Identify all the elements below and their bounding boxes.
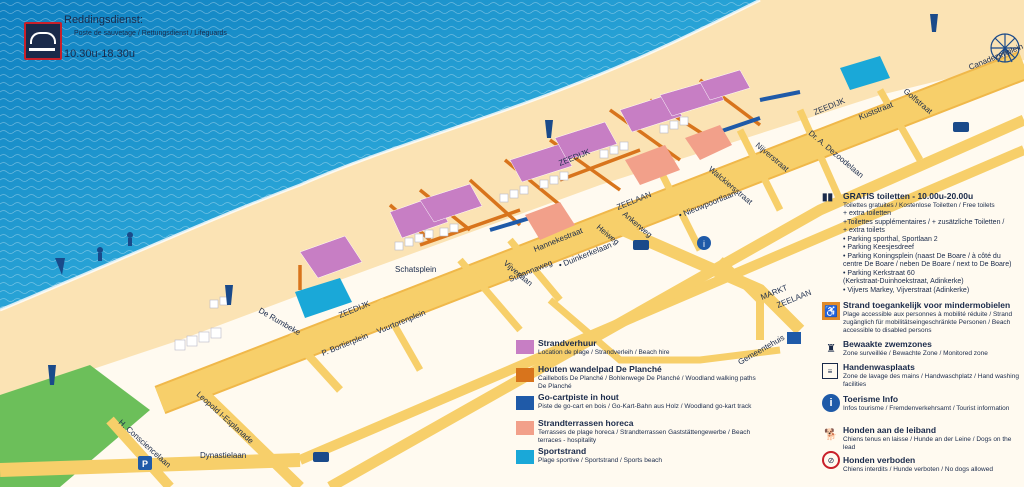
cross-road-2: [736, 128, 784, 212]
legend-wooden-path: Houten wandelpad De Planché Caillebotis …: [538, 364, 758, 391]
legend-tourism-title: Toerisme Info: [843, 394, 899, 404]
toilet-line: • Parking Kerkstraat 60: [843, 269, 915, 277]
toilet-line: • Vijvers Markey, Vijverstraat (Adinkerk…: [843, 286, 970, 294]
lifeguard-hours: 10.30u-18.30u: [64, 48, 135, 60]
swatch-wooden-path: [516, 368, 534, 382]
conciencelaan-road: [106, 416, 174, 487]
legend-dogs-leash: Honden aan de leiband Chiens tenus en la…: [843, 425, 1023, 452]
sea-waves: [0, 0, 760, 310]
legend-wooden-path-title: Houten wandelpad De Planché: [538, 364, 662, 374]
swatch-beach-hire: [516, 340, 534, 354]
legend-gokart: Go-cartpiste in hout Piste de go-cart en…: [538, 392, 788, 411]
swatch-gokart: [516, 396, 534, 410]
cross-road-7: [287, 332, 343, 393]
lifeguard-title: Reddingsdienst:: [64, 14, 143, 26]
dog-leash-icon: 🐕: [824, 428, 838, 441]
swatch-terraces: [516, 421, 534, 435]
legend-sports-beach-desc: Plage sportive / Sportstrand / Sports be…: [538, 456, 662, 464]
toilet-icon: ▮▮: [822, 192, 834, 203]
cross-road-8: [876, 88, 924, 162]
zeedijk-road: [155, 52, 1024, 413]
toilet-line: (Kerkstraat-Duinhoekstraat, Adinkerke): [843, 278, 964, 286]
legend-toilets: GRATIS toiletten - 10.00u-20.00u Toilett…: [843, 191, 1023, 295]
handwash-icon: ≡: [822, 363, 838, 379]
legend-gokart-desc: Piste de go-cart en bois / Go-Kart-Bahn …: [538, 402, 752, 410]
watersports-figures: [55, 232, 133, 275]
cross-road-4: [507, 237, 563, 303]
dune-green: [0, 365, 150, 487]
legend-no-dogs: Honden verboden Chiens interdits / Hunde…: [843, 455, 1023, 474]
legend-terraces-title: Strandterrassen horeca: [538, 418, 634, 428]
cross-road-1: [796, 108, 844, 202]
lifeguard-icon: ♜: [826, 342, 836, 355]
toilet-line: • Parking Koningsplein (naast De Boare /…: [843, 252, 1001, 260]
legend-toilets-title: GRATIS toiletten - 10.00u-20.00u: [843, 191, 974, 201]
map-info-icon: i: [697, 236, 711, 250]
townhall-icon: [787, 332, 801, 344]
zeelaan-road: [597, 214, 805, 335]
cross-road-3: [656, 168, 704, 252]
shoreline: [0, 0, 761, 312]
legend-sports-beach-title: Sportstrand: [538, 446, 587, 456]
beach-terraces: [525, 125, 732, 240]
legend-tourism-desc: Infos tourisme / Fremdenverkehrsamt / To…: [843, 404, 1010, 412]
info-icon: i: [822, 394, 840, 412]
sports-beaches: [295, 56, 890, 318]
lifeguard-subtitle: Poste de sauvetage / Rettungsdienst / Li…: [74, 30, 227, 37]
bus-icons: [313, 122, 969, 462]
legend-no-dogs-title: Honden verboden: [843, 455, 916, 465]
label-dynastielaan: Dynastielaan: [200, 451, 246, 460]
beach-hire-zones: [299, 69, 751, 279]
lifeguard-logo: [24, 22, 62, 60]
markt-road: [717, 257, 764, 340]
legend-beach-hire: Strandverhuur Location de plage / Strand…: [538, 338, 738, 357]
cross-road-9: [547, 297, 781, 364]
toilet-line: + extra toilets: [843, 227, 885, 235]
swatch-sports-beach: [516, 450, 534, 464]
lifeguard-towers: [48, 14, 938, 385]
toilet-line: • Parking Keesjesdreef: [843, 244, 914, 252]
legend-no-dogs-desc: Chiens interdits / Hunde verboten / No d…: [843, 465, 993, 473]
legend-beach-hire-desc: Location de plage / Strandverleih / Beac…: [538, 348, 670, 356]
wheelchair-icon: ♿: [822, 302, 840, 320]
no-dogs-icon: ⊘: [822, 451, 840, 469]
legend-handwash-desc: Zone de lavage des mains / Handwaschplat…: [843, 372, 1019, 388]
legend-monitored: Bewaakte zwemzones Zone surveillée / Bew…: [843, 339, 1023, 358]
ferris-wheel-icon: [990, 33, 1020, 63]
legend-handwash: Handenwasplaats Zone de lavage des mains…: [843, 362, 1023, 389]
label-schatsplein: Schatsplein: [395, 265, 436, 274]
legend-terraces-desc: Terrasses de plage horeca / Strandterras…: [538, 428, 751, 444]
legend-tourism: Toerisme Info Infos tourisme / Fremdenve…: [843, 394, 1023, 413]
toilet-line: centre De Boare / neben De Boare / next …: [843, 261, 1012, 269]
cross-road-5: [457, 257, 523, 333]
parking-icon: [138, 456, 152, 470]
legend-wooden-path-desc: Caillebotis De Planché / Bohlenwege De P…: [538, 374, 756, 390]
toilet-line: • Parking sporthal, Sportlaan 2: [843, 235, 938, 243]
legend-dogs-leash-desc: Chiens tenus en laisse / Hunde an der Le…: [843, 435, 1012, 451]
legend-toilets-extra: + extra toiletten: [843, 209, 892, 217]
svg-text:i: i: [703, 239, 705, 249]
legend-handwash-title: Handenwasplaats: [843, 362, 915, 372]
toilet-line: +Toilettes supplémentaires / + zusätzlic…: [843, 218, 1005, 226]
legend-beach-hire-title: Strandverhuur: [538, 338, 597, 348]
nieuwpoortlaan-road: [327, 114, 1024, 487]
toilet-locations: +Toilettes supplémentaires / + zusätzlic…: [843, 219, 1023, 296]
beach-cabins: [174, 116, 689, 351]
legend-accessible-desc: Plage accessible aux personnes à mobilit…: [843, 310, 1013, 334]
legend-toilets-desc: Toilettes gratuites / Kostenlose Toilett…: [843, 201, 995, 209]
legend-sports-beach: Sportstrand Plage sportive / Sportstrand…: [538, 446, 738, 465]
legend-gokart-title: Go-cartpiste in hout: [538, 392, 619, 402]
cross-road-6: [376, 298, 424, 372]
legend-monitored-title: Bewaakte zwemzones: [843, 339, 932, 349]
leopold-esplanade-road: [186, 376, 304, 487]
legend-monitored-desc: Zone surveillée / Bewachte Zone / Monito…: [843, 349, 988, 357]
legend-accessible: Strand toegankelijk voor mindermobielen …: [843, 300, 1023, 335]
legend-accessible-title: Strand toegankelijk voor mindermobielen: [843, 300, 1011, 310]
legend-dogs-leash-title: Honden aan de leiband: [843, 425, 937, 435]
label-parking: P: [142, 459, 148, 469]
legend-terraces: Strandterrassen horeca Terrasses de plag…: [538, 418, 768, 445]
